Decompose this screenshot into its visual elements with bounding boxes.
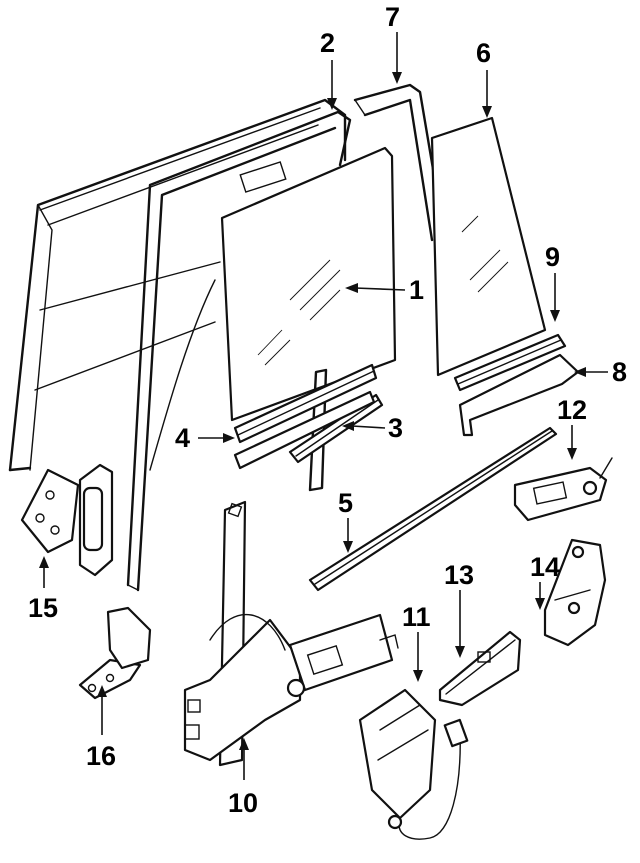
callout-8: 8 (612, 357, 627, 387)
callout-11: 11 (402, 602, 431, 632)
callout-12: 12 (557, 395, 587, 425)
callout-9: 9 (545, 242, 560, 272)
lower-hinge (78, 606, 152, 700)
callout-5: 5 (338, 488, 353, 518)
callout-14: 14 (530, 552, 560, 582)
glass-guide (308, 368, 328, 492)
door-latch (543, 538, 607, 647)
callout-16: 16 (86, 741, 116, 771)
callout-labels: 1 2 3 4 5 6 7 8 9 10 11 12 13 14 15 16 (28, 2, 627, 818)
callout-3: 3 (388, 413, 403, 443)
outside-handle (438, 630, 522, 707)
leader-3 (351, 425, 386, 429)
outer-belt-molding (308, 426, 558, 592)
callout-7: 7 (385, 2, 400, 32)
callout-4: 4 (175, 423, 190, 453)
callout-10: 10 (228, 788, 258, 818)
callout-6: 6 (476, 38, 491, 68)
door-shell (8, 98, 347, 472)
glass-run-channel (126, 110, 352, 592)
window-regulator (183, 500, 399, 767)
lower-channel (458, 353, 580, 437)
leader-lines (39, 32, 608, 780)
lock-actuator (358, 688, 469, 840)
callout-2: 2 (320, 28, 335, 58)
vent-weatherstrip (453, 333, 567, 392)
stationary-glass (430, 116, 547, 377)
callout-1: 1 (409, 275, 424, 305)
leader-1 (354, 287, 406, 291)
upper-hinge (20, 463, 114, 577)
callout-15: 15 (28, 593, 58, 623)
belt-weatherstrip (233, 363, 378, 470)
callout-13: 13 (444, 560, 474, 590)
inside-handle (513, 457, 613, 522)
